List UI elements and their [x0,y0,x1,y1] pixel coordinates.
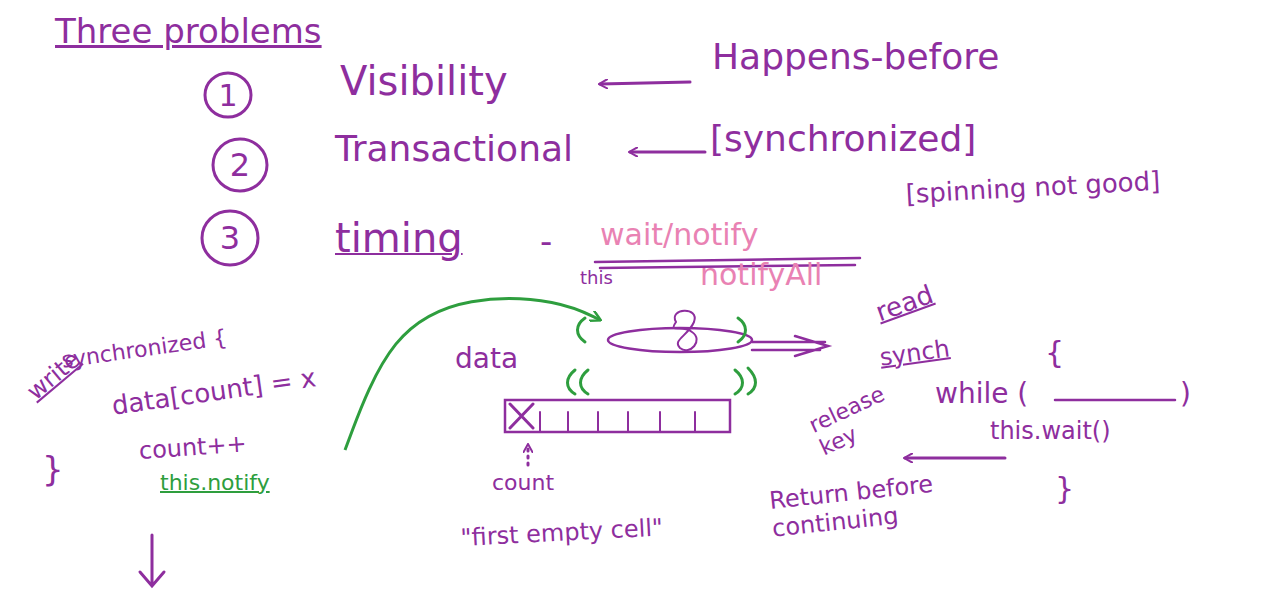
note: [spinning not good] [905,167,1161,210]
callout-number: 2 [230,146,250,184]
field-name: count [492,470,554,495]
code-line: count++ [138,430,248,465]
left-arrow [600,82,690,84]
section-label: read [872,280,937,328]
topic-label: [synchronized] [710,118,976,159]
left-arrow [630,151,705,154]
field-name: data [455,343,518,375]
note: Return before continuing [768,464,1003,543]
purple-strokes [140,82,1175,586]
down-arrow [140,535,164,586]
number-circle: 3 [200,208,260,268]
code-line: data[count] = x [110,363,318,421]
method-name: notifyAll [700,258,822,293]
pointer-arrow [527,445,530,465]
cross-mark [510,404,533,428]
left-arrow [905,457,1005,460]
thread-symbol [674,311,697,350]
number-circle: 2 [211,136,269,194]
code-line: while ( [935,378,1028,410]
number-circle: 1 [203,70,253,120]
green-strokes [568,318,756,394]
notify-arrow [345,299,600,450]
method-name: wait/notify [600,218,758,253]
code-line: synchronized { [60,325,228,373]
double-arrow [752,336,828,356]
code-line: this.notify [160,470,270,495]
code-line: ) [1180,378,1191,410]
brace: } [42,450,64,489]
topic-label: Happens-before [712,36,999,77]
topic-label: Visibility [340,58,508,104]
topic-label: Transactional [335,128,573,169]
array-box [505,400,730,432]
note: "first empty cell" [460,514,664,552]
wave-mark [735,368,756,394]
dash: - [540,222,552,261]
code-line: synch [878,335,951,372]
wave-mark [568,370,589,394]
title: Three problems [55,12,322,51]
brace: } [1055,472,1074,507]
note: release key [805,377,908,461]
brace: { [1045,336,1064,371]
callout-number: 1 [218,78,237,113]
code-line: this.wait() [990,418,1111,446]
callout-number: 3 [220,219,240,257]
topic-label: timing [335,215,463,261]
note: this [580,268,613,289]
